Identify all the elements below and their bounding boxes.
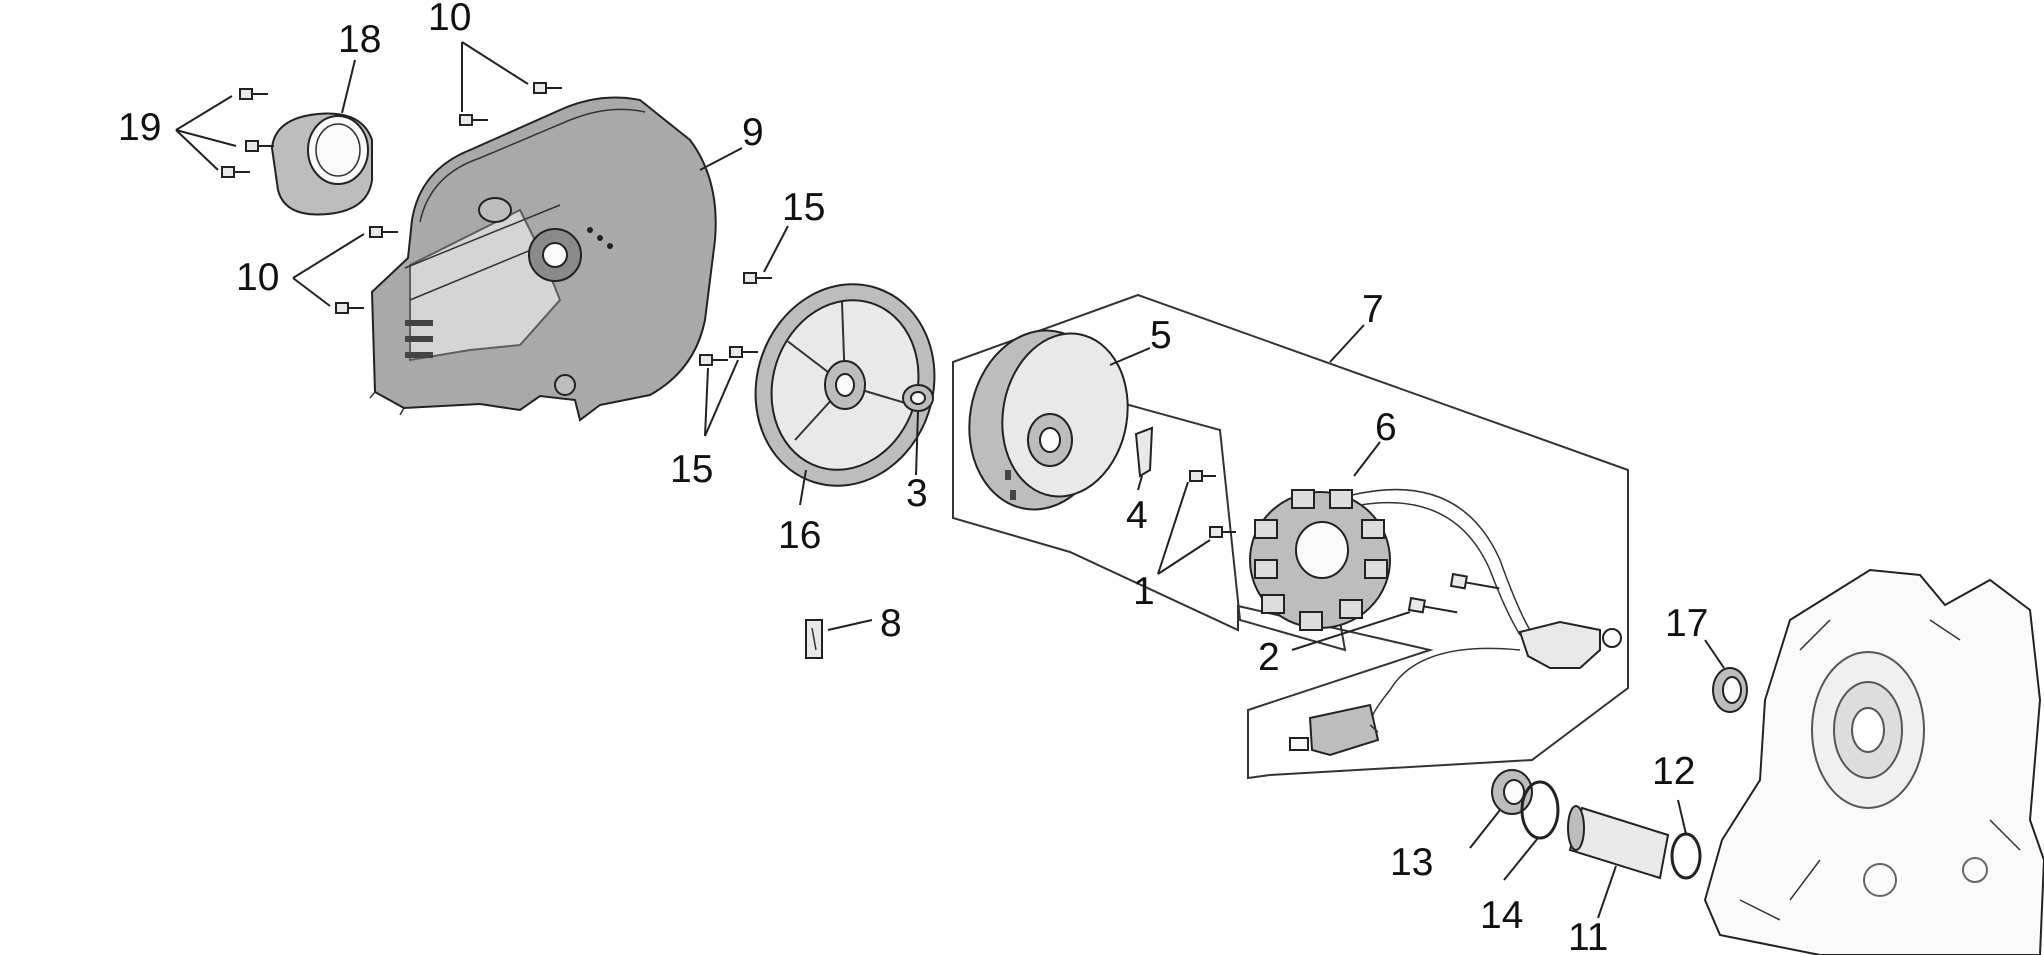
screws-10 bbox=[335, 82, 562, 314]
callout-4: 4 bbox=[1126, 494, 1148, 537]
callout-5: 5 bbox=[1150, 314, 1172, 357]
key-part-8 bbox=[805, 619, 823, 659]
crankcase bbox=[1703, 568, 2044, 955]
pickup-coil-and-connector bbox=[1289, 620, 1622, 757]
seal-part-17 bbox=[1712, 667, 1748, 713]
callout-14: 14 bbox=[1480, 894, 1523, 937]
flywheel-part-5 bbox=[968, 329, 1129, 511]
callout-17: 17 bbox=[1665, 602, 1708, 645]
callout-12: 12 bbox=[1652, 750, 1695, 793]
screws-1 bbox=[1189, 470, 1236, 538]
cooling-fan-part-16 bbox=[754, 283, 936, 487]
stator-part-6 bbox=[1249, 488, 1531, 636]
leader-lines bbox=[175, 41, 1725, 919]
screws-19 bbox=[221, 88, 274, 178]
callout-10-top: 10 bbox=[428, 0, 471, 39]
bolts-part-2 bbox=[1407, 572, 1500, 614]
callout-9: 9 bbox=[742, 111, 764, 154]
callout-15-top: 15 bbox=[782, 186, 825, 229]
callout-2: 2 bbox=[1258, 636, 1280, 679]
starter-shaft-group bbox=[1491, 769, 1702, 880]
callout-numbers: 10 18 19 9 15 10 5 7 6 15 3 16 4 1 8 17 … bbox=[118, 0, 1708, 955]
fan-cover-part-9 bbox=[369, 96, 717, 422]
callout-8: 8 bbox=[880, 602, 902, 645]
callout-15-bottom: 15 bbox=[670, 448, 713, 491]
callout-18: 18 bbox=[338, 18, 381, 61]
ring-part-18 bbox=[270, 112, 373, 216]
callout-7: 7 bbox=[1362, 288, 1384, 331]
callout-1: 1 bbox=[1133, 570, 1155, 613]
callout-3: 3 bbox=[906, 472, 928, 515]
callout-6: 6 bbox=[1375, 406, 1397, 449]
callout-10-left: 10 bbox=[236, 256, 279, 299]
callout-11: 11 bbox=[1568, 916, 1609, 955]
woodruff-key-part-4 bbox=[1134, 426, 1154, 478]
nut-part-3 bbox=[902, 384, 934, 412]
screws-15 bbox=[699, 272, 772, 366]
kit-box-part-7 bbox=[952, 293, 1629, 780]
callout-16: 16 bbox=[778, 514, 821, 557]
callout-13: 13 bbox=[1390, 841, 1433, 884]
callout-19: 19 bbox=[118, 106, 161, 149]
